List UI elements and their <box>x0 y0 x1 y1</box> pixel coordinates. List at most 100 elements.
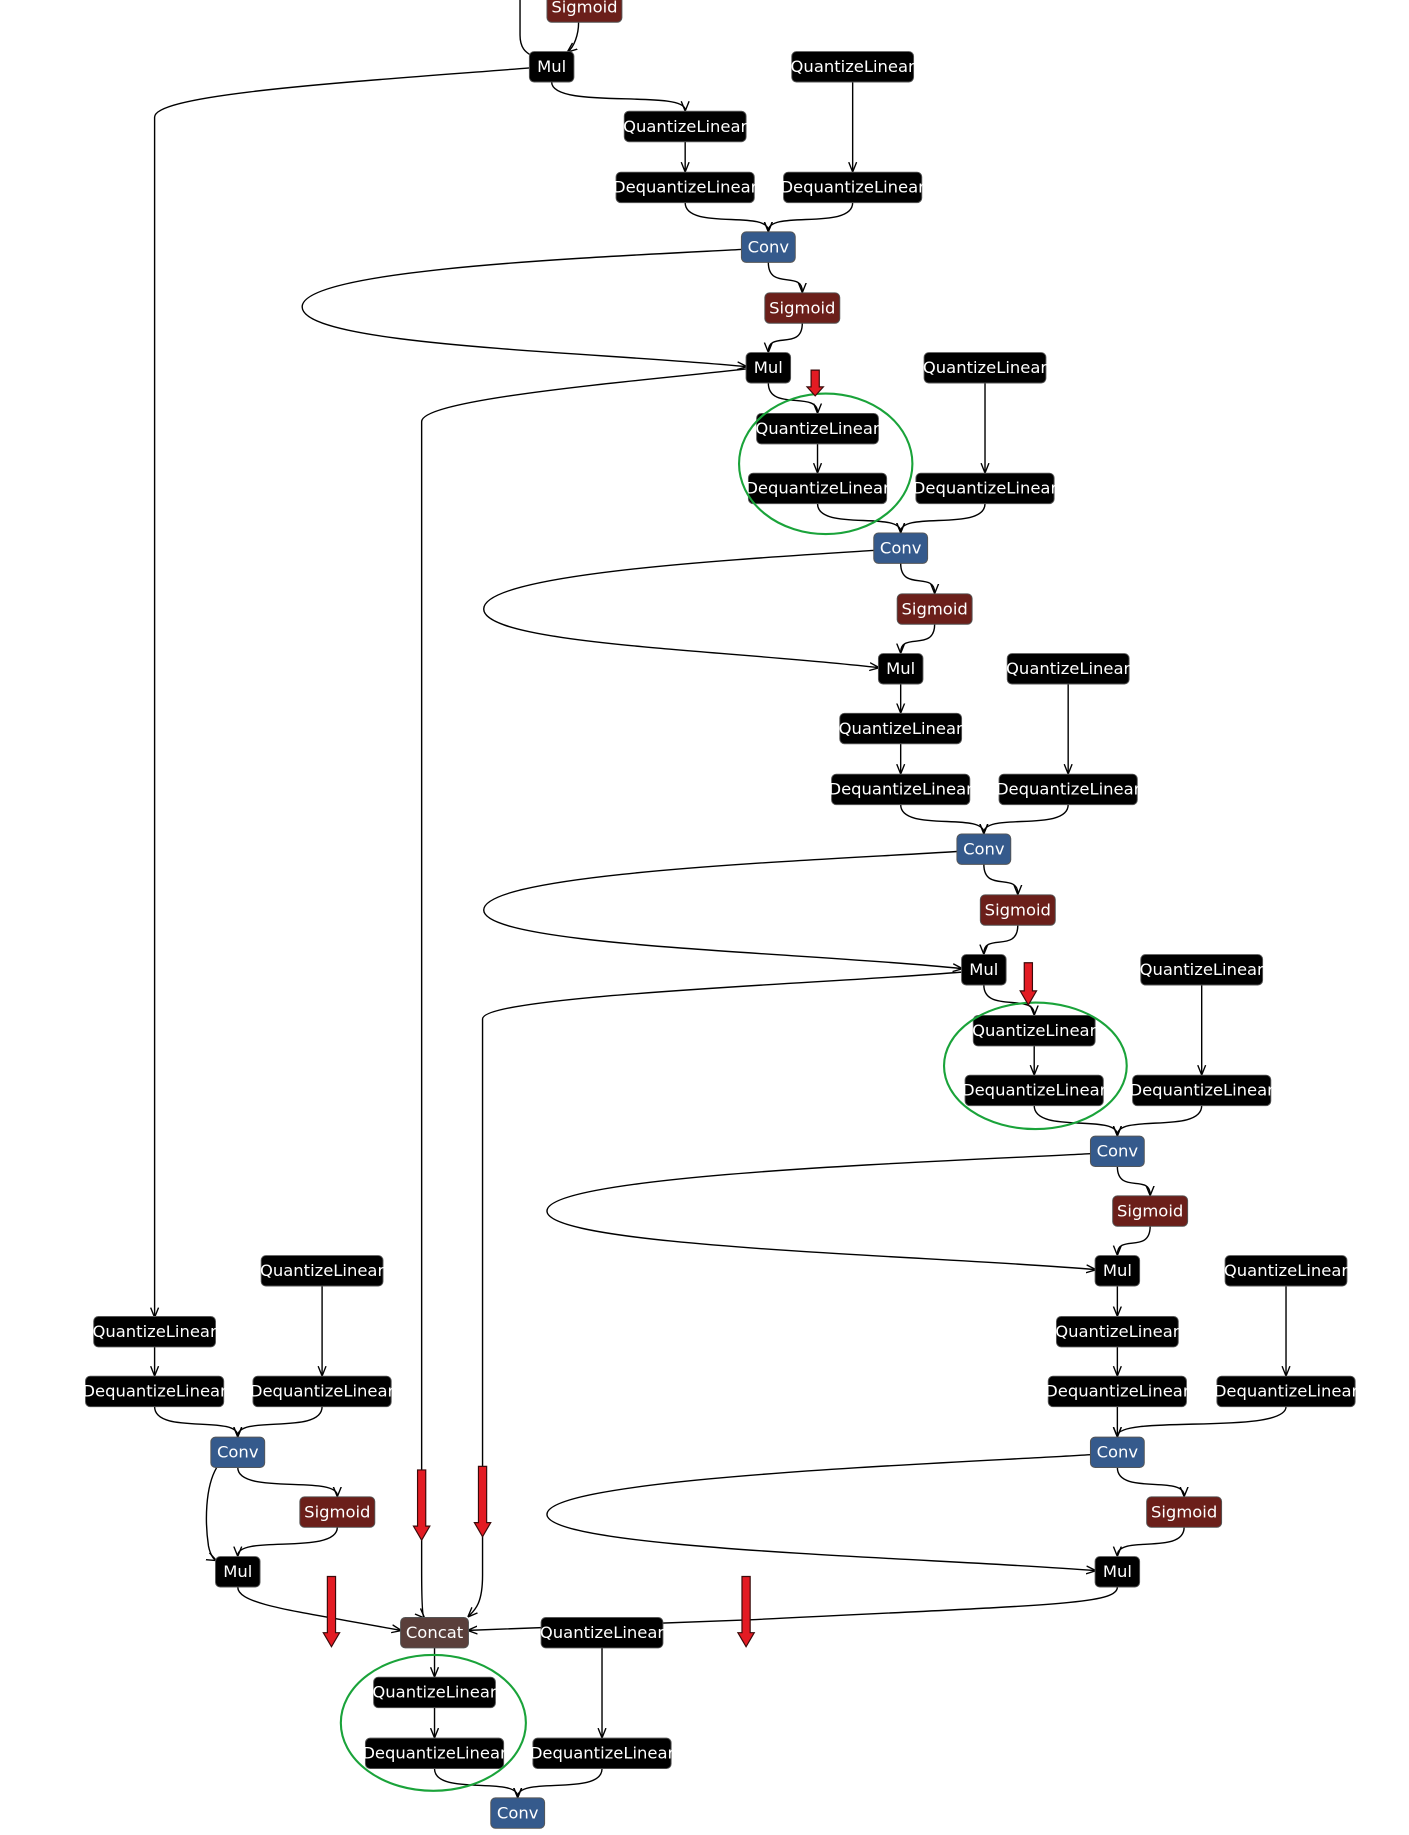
node-label: Conv <box>497 1803 539 1822</box>
node-label: Conv <box>748 237 790 256</box>
node-box <box>252 1375 392 1408</box>
node-box <box>1094 1556 1141 1588</box>
node-conv4[interactable]: Conv <box>1089 1135 1145 1168</box>
node-convF[interactable]: Conv <box>490 1797 546 1829</box>
node-qlL[interactable]: QuantizeLinear <box>92 1316 217 1348</box>
edge-dqL-convL <box>153 1406 238 1436</box>
node-box <box>839 712 963 745</box>
edge-dq1-conv1 <box>684 202 768 231</box>
node-qlw1[interactable]: QuantizeLinear <box>791 51 915 83</box>
node-dqw4[interactable]: DequantizeLinear <box>1129 1074 1274 1107</box>
node-box <box>93 1316 216 1348</box>
node-dqw2[interactable]: DequantizeLinear <box>913 472 1058 505</box>
node-sig5[interactable]: Sigmoid <box>1146 1496 1223 1528</box>
node-label: QuantizeLinear <box>923 358 1047 377</box>
node-dqwL[interactable]: DequantizeLinear <box>250 1375 395 1408</box>
node-label: QuantizeLinear <box>372 1683 496 1702</box>
node-box <box>745 352 792 384</box>
node-label: QuantizeLinear <box>1006 659 1130 678</box>
node-dq1[interactable]: DequantizeLinear <box>613 171 758 204</box>
node-label: Conv <box>217 1443 259 1462</box>
node-box <box>299 1496 376 1528</box>
incoming-edge <box>519 0 531 56</box>
node-ql4[interactable]: QuantizeLinear <box>972 1014 1097 1047</box>
node-sig0[interactable]: Sigmoid <box>546 0 623 23</box>
node-conv1[interactable]: Conv <box>740 231 796 263</box>
node-box <box>615 171 755 204</box>
node-sig4[interactable]: Sigmoid <box>1112 1195 1189 1227</box>
node-sig3[interactable]: Sigmoid <box>979 894 1056 926</box>
node-box <box>764 292 841 324</box>
node-label: DequantizeLinear <box>613 178 758 197</box>
node-dq5[interactable]: DequantizeLinear <box>1045 1375 1190 1408</box>
node-ql3[interactable]: QuantizeLinear <box>839 712 963 745</box>
node-dq3[interactable]: DequantizeLinear <box>828 773 973 806</box>
node-dq4[interactable]: DequantizeLinear <box>962 1074 1107 1107</box>
node-dqw1[interactable]: DequantizeLinear <box>780 171 925 204</box>
node-mul0[interactable]: Mul <box>528 51 575 83</box>
node-mulL[interactable]: Mul <box>215 1556 261 1588</box>
edge-mul0-qlL <box>155 67 530 1317</box>
node-label: Sigmoid <box>769 298 835 317</box>
edge-dqw4-conv4 <box>1117 1105 1203 1135</box>
node-label: Mul <box>754 358 783 377</box>
node-sig1[interactable]: Sigmoid <box>764 292 841 324</box>
node-box <box>896 593 973 625</box>
node-qlwL[interactable]: QuantizeLinear <box>260 1255 384 1287</box>
node-label: Mul <box>223 1562 252 1581</box>
node-box <box>1140 954 1264 986</box>
node-qlF[interactable]: QuantizeLinear <box>372 1676 497 1709</box>
node-label: Sigmoid <box>902 599 968 618</box>
node-dqL[interactable]: DequantizeLinear <box>82 1375 227 1408</box>
node-qlw5[interactable]: QuantizeLinear <box>1224 1255 1348 1287</box>
edge-conv5-sig5 <box>1116 1467 1184 1496</box>
node-box <box>1047 1375 1187 1408</box>
edge-sig4-mul4 <box>1117 1226 1151 1254</box>
node-qlwF[interactable]: QuantizeLinear <box>540 1617 664 1649</box>
node-mul5[interactable]: Mul <box>1094 1556 1141 1588</box>
edge-mul3-concat <box>468 971 962 1616</box>
node-label: QuantizeLinear <box>1224 1261 1348 1280</box>
node-qlw4[interactable]: QuantizeLinear <box>1140 954 1264 986</box>
node-convL[interactable]: Conv <box>210 1436 266 1469</box>
node-label: Sigmoid <box>1117 1201 1183 1220</box>
node-sigL[interactable]: Sigmoid <box>299 1496 376 1528</box>
node-ql2[interactable]: QuantizeLinear <box>755 412 880 445</box>
node-qlw2[interactable]: QuantizeLinear <box>923 352 1047 384</box>
node-ql5[interactable]: QuantizeLinear <box>1055 1316 1180 1348</box>
node-concat[interactable]: Concat <box>400 1617 469 1649</box>
node-label: Sigmoid <box>1151 1502 1217 1521</box>
node-dqw3[interactable]: DequantizeLinear <box>996 773 1141 806</box>
node-mul4[interactable]: Mul <box>1094 1255 1141 1287</box>
node-mul3[interactable]: Mul <box>961 954 1007 986</box>
node-conv2[interactable]: Conv <box>873 532 929 564</box>
node-dqw5[interactable]: DequantizeLinear <box>1214 1375 1359 1408</box>
node-box <box>783 171 923 204</box>
edge-dqw2-conv2 <box>901 503 986 532</box>
node-conv3[interactable]: Conv <box>956 833 1012 865</box>
node-mul1[interactable]: Mul <box>745 352 792 384</box>
node-dqwF[interactable]: DequantizeLinear <box>530 1737 675 1770</box>
node-box <box>1112 1195 1189 1227</box>
red-arrow-marker-icon <box>805 369 825 397</box>
node-label: QuantizeLinear <box>1140 960 1264 979</box>
node-conv5[interactable]: Conv <box>1089 1436 1145 1469</box>
node-box <box>210 1436 266 1469</box>
node-box <box>1089 1135 1145 1168</box>
node-qlw3[interactable]: QuantizeLinear <box>1006 653 1131 685</box>
node-box <box>215 1556 261 1588</box>
node-box <box>1055 1316 1179 1348</box>
node-sig2[interactable]: Sigmoid <box>896 593 973 625</box>
node-box <box>1224 1255 1348 1287</box>
node-dqF[interactable]: DequantizeLinear <box>362 1737 507 1770</box>
edge-dqw1-conv1 <box>768 202 854 231</box>
node-dq2[interactable]: DequantizeLinear <box>745 472 890 505</box>
node-box <box>364 1737 505 1770</box>
edge-mul1-ql2 <box>767 382 817 412</box>
node-label: DequantizeLinear <box>1129 1081 1274 1100</box>
node-ql1[interactable]: QuantizeLinear <box>623 110 748 143</box>
node-label: DequantizeLinear <box>362 1744 507 1763</box>
node-mul2[interactable]: Mul <box>877 653 924 685</box>
edge-mulL-concat <box>237 1586 401 1630</box>
